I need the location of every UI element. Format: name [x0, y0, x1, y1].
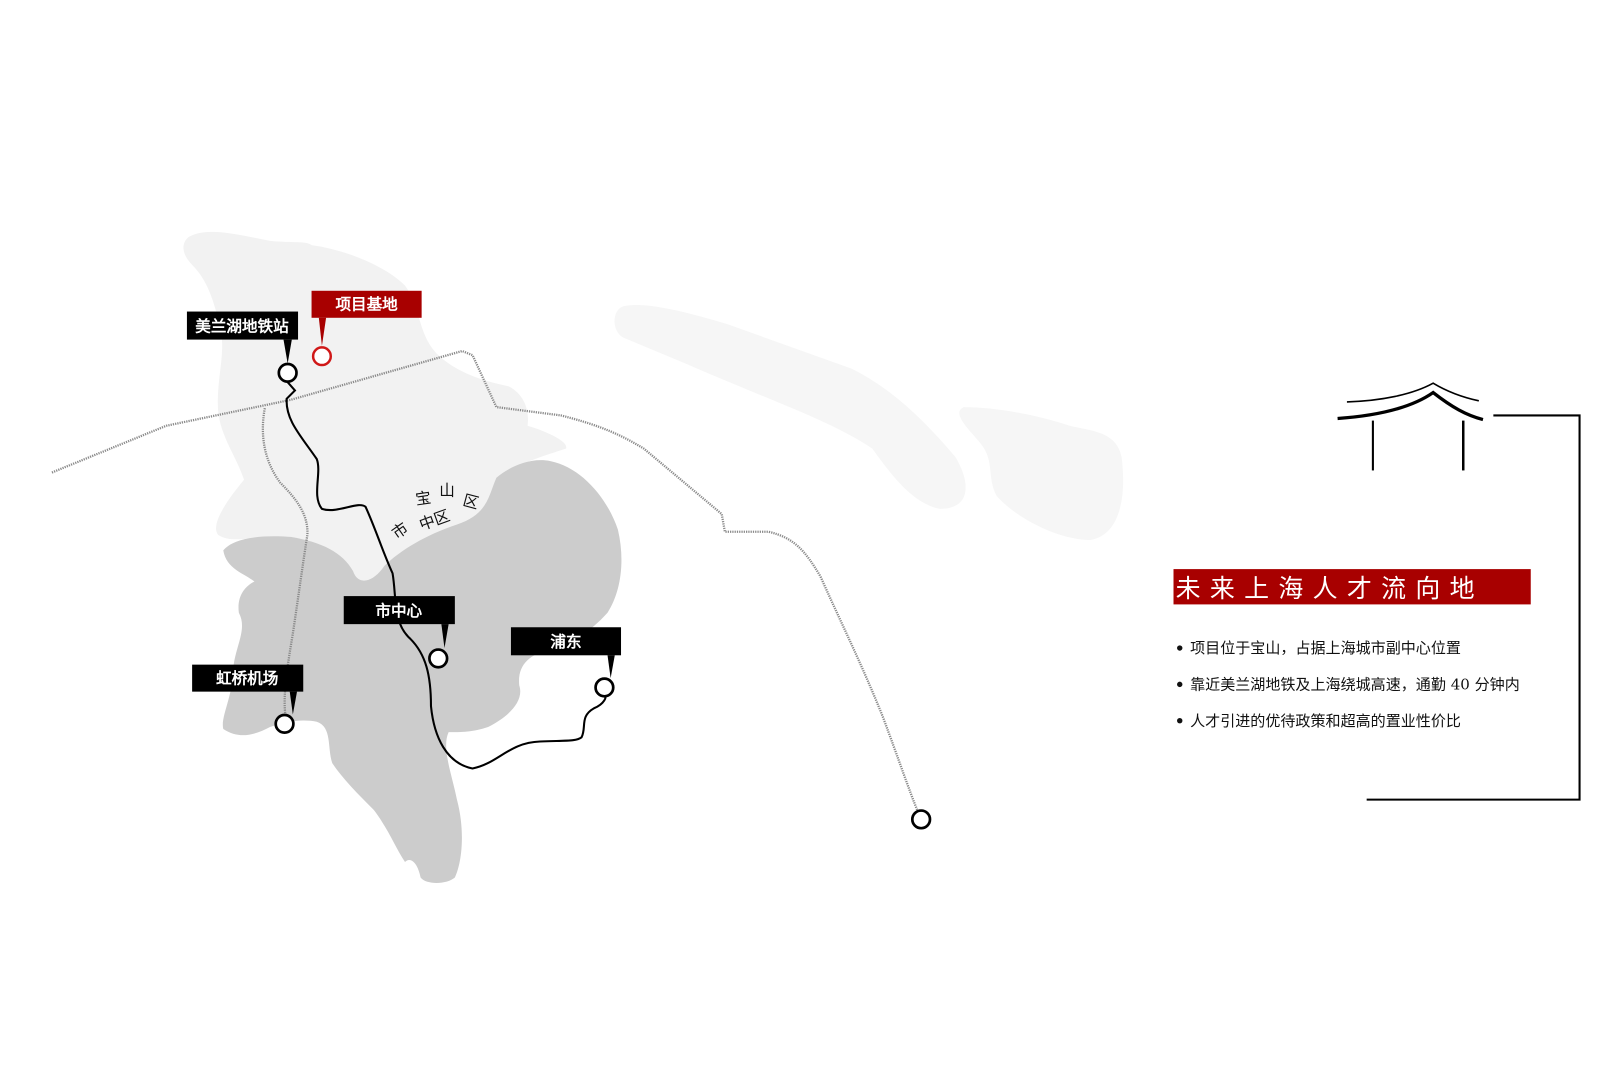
marker-label: 美兰湖地铁站 — [195, 316, 289, 335]
bullet-dot-icon — [1177, 645, 1183, 651]
hengsha-island — [959, 407, 1124, 541]
bullet-dot-icon — [1177, 718, 1183, 724]
bullet-item: 项目位于宝山，占据上海城市副中心位置 — [1190, 639, 1461, 657]
pavilion-roof-icon — [1337, 382, 1484, 471]
marker-label: 虹桥机场 — [216, 668, 278, 687]
bullet-item: 人才引进的优待政策和超高的置业性价比 — [1190, 712, 1461, 730]
site-circle-icon — [311, 346, 333, 367]
bullet-list: 项目位于宝山，占据上海城市副中心位置 靠近美兰湖地铁及上海绕城高速，通勤 40 … — [1177, 639, 1520, 730]
station-circle-icon — [274, 713, 295, 735]
district-label-qu: 区 — [461, 491, 481, 512]
station-circle-icon — [594, 677, 615, 698]
title-bar — [1173, 569, 1531, 605]
railway-line — [261, 407, 309, 717]
ring-expressway-line — [51, 349, 920, 813]
marker-pudong[interactable]: 浦东 — [510, 627, 622, 698]
district-label-shan: 山 — [439, 481, 455, 499]
marker-label: 市中心 — [375, 601, 422, 620]
marker-hongqiao-airport[interactable]: 虹桥机场 — [192, 664, 304, 735]
marker-city-center[interactable]: 市中心 — [343, 596, 455, 669]
metro-line — [285, 381, 607, 770]
urban-district — [222, 460, 622, 883]
marker-label: 浦东 — [550, 632, 582, 651]
district-label-bao: 宝 — [414, 489, 432, 509]
bullet-dot-icon — [1177, 681, 1183, 688]
marker-label: 项目基地 — [335, 294, 398, 313]
station-circle-icon — [428, 648, 449, 669]
marker-project-site[interactable]: 项目基地 — [311, 290, 422, 367]
line-end-circle-icon — [910, 809, 932, 830]
bullet-item: 靠近美兰湖地铁及上海绕城高速，通勤 40 分钟内 — [1190, 676, 1520, 694]
info-panel: 未来上海人才流向地 项目位于宝山，占据上海城市副中心位置 靠近美兰湖地铁及上海绕… — [1173, 382, 1581, 801]
panel-frame — [1366, 414, 1581, 801]
station-circle-icon — [277, 362, 298, 383]
panel-title: 未来上海人才流向地 — [1176, 574, 1484, 603]
marker-meilan-lake-station[interactable]: 美兰湖地铁站 — [186, 311, 299, 383]
changxing-island — [614, 304, 966, 509]
